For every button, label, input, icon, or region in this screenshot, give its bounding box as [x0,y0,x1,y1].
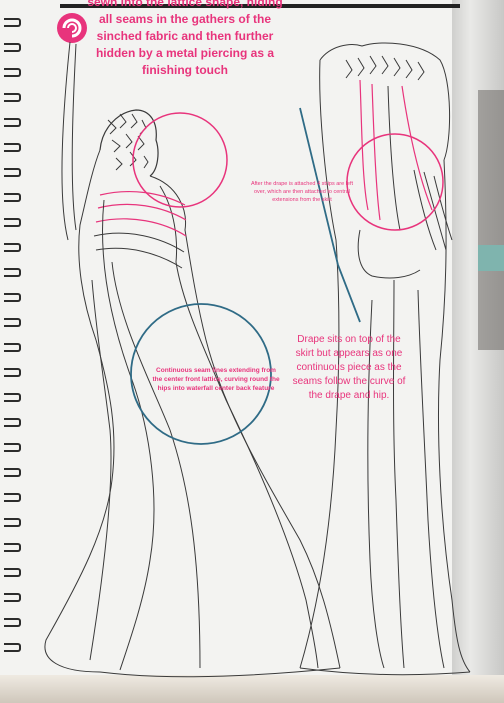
spiral-logo-icon [57,13,87,43]
drape-strips-callout-circle [347,134,443,230]
drape-pointer-line [338,265,360,322]
seam-note: Continuous seam lines extending from the… [152,366,280,393]
drape-strips-note: After the drape is attached 4 strips are… [248,180,356,204]
lattice-note: sewn into the lattice shape, hiding all … [86,0,284,79]
drape-note: Drape sits on top of the skirt but appea… [292,333,406,403]
